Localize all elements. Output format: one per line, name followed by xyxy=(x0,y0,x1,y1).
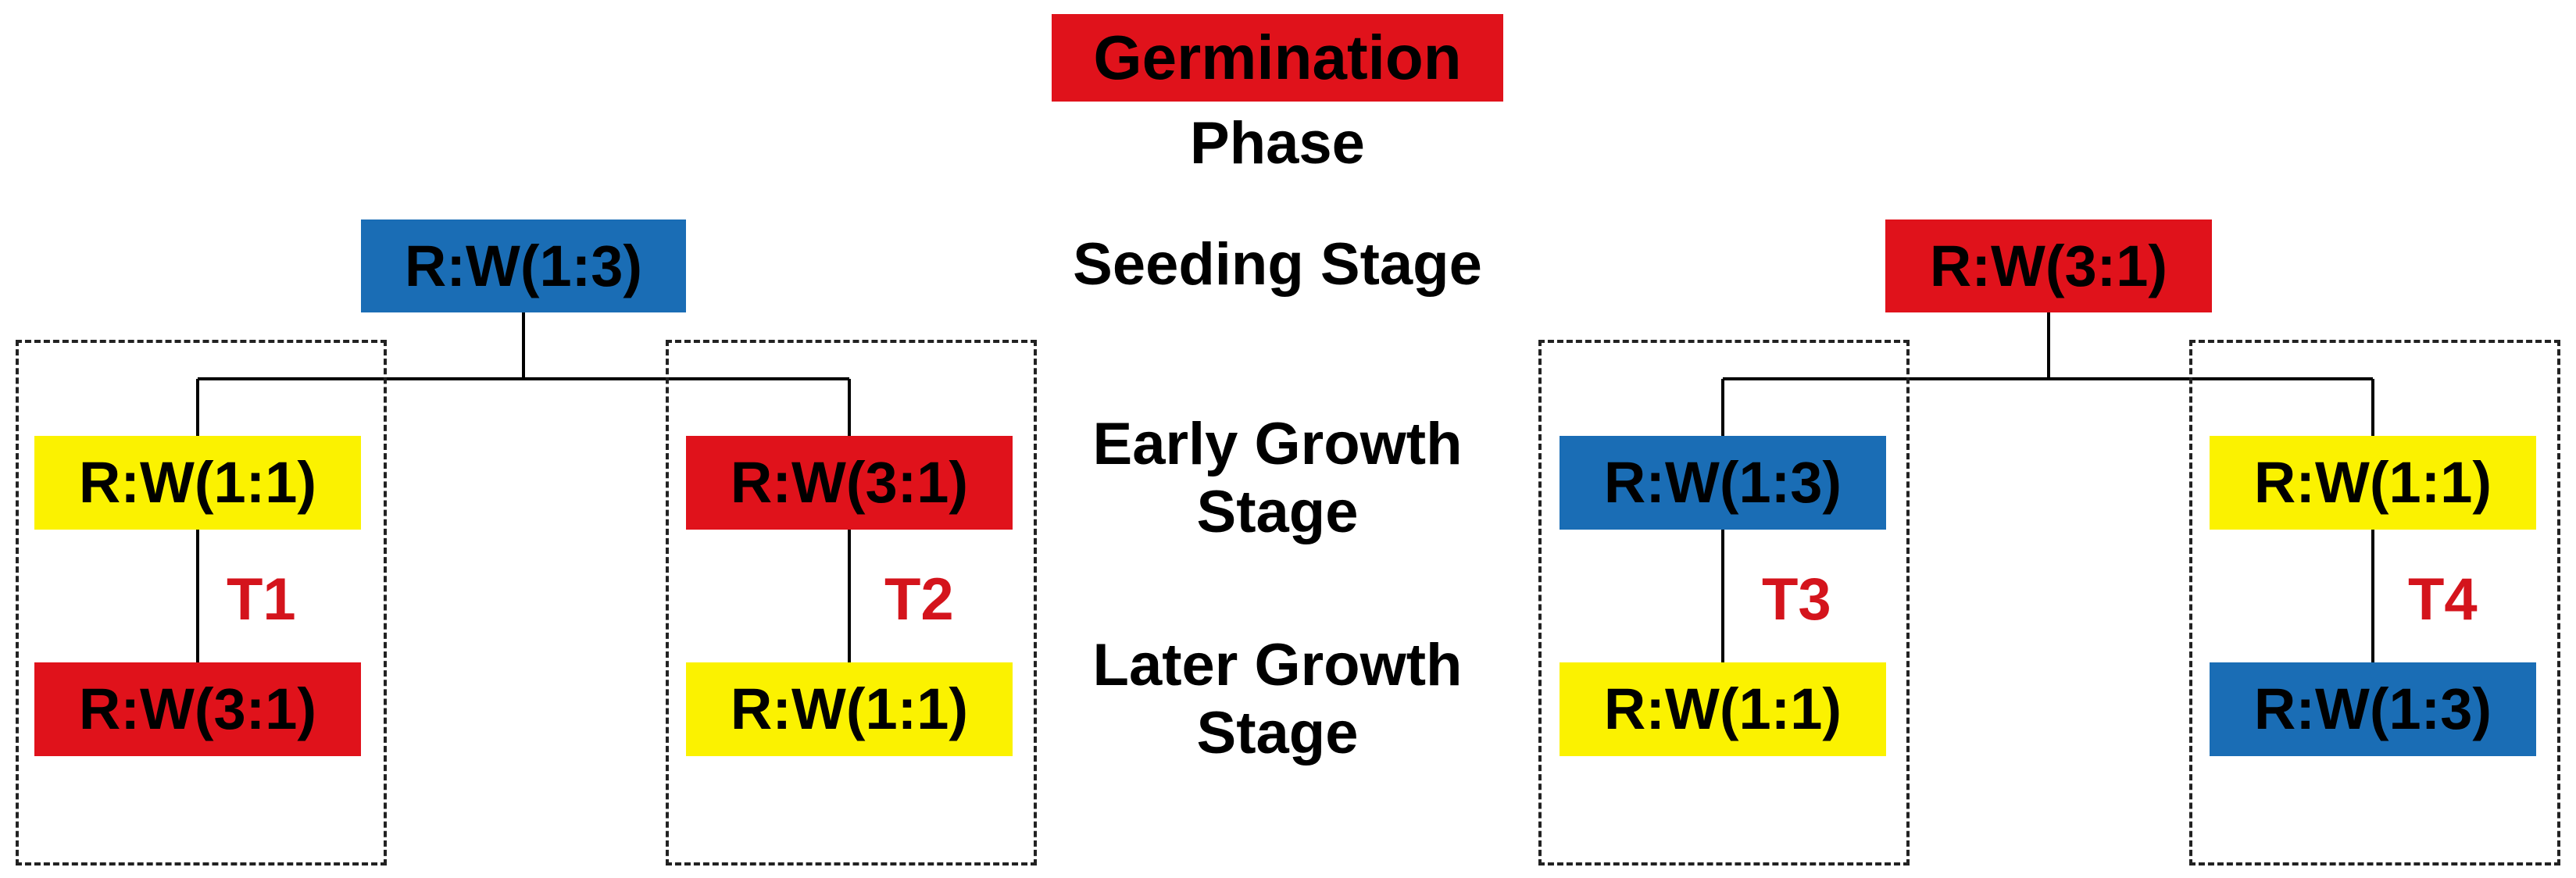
right-parent-node: R:W(3:1) xyxy=(1885,220,2212,312)
t1-early-node: R:W(1:1) xyxy=(34,436,361,530)
t2-later-node: R:W(1:1) xyxy=(686,662,1013,756)
t2-early-node: R:W(3:1) xyxy=(686,436,1013,530)
t4-later-node: R:W(1:3) xyxy=(2210,662,2536,756)
later-growth-line2: Stage xyxy=(1196,700,1359,767)
t3-group-frame xyxy=(1538,340,1910,866)
t4-group-frame xyxy=(2189,340,2560,866)
early-growth-line2: Stage xyxy=(1196,479,1359,546)
t4-early-node: R:W(1:1) xyxy=(2210,436,2536,530)
germination-box: Germination xyxy=(1052,14,1503,102)
later-growth-line1: Later Growth xyxy=(1092,632,1463,698)
t1-later-node: R:W(3:1) xyxy=(34,662,361,756)
t2-group-frame xyxy=(666,340,1037,866)
t3-later-node: R:W(1:1) xyxy=(1560,662,1886,756)
early-growth-line1: Early Growth xyxy=(1092,411,1463,477)
phase-label: Phase xyxy=(1190,110,1365,177)
t3-early-node: R:W(1:3) xyxy=(1560,436,1886,530)
later-growth-stage-label: Later Growth Stage xyxy=(965,631,1590,768)
t1-label: T1 xyxy=(227,566,296,633)
t3-label: T3 xyxy=(1762,566,1831,633)
t1-group-frame xyxy=(16,340,387,866)
seeding-stage-label: Seeding Stage xyxy=(1073,231,1482,298)
t2-label: T2 xyxy=(884,566,954,633)
t4-label: T4 xyxy=(2408,566,2478,633)
left-parent-node: R:W(1:3) xyxy=(361,220,686,312)
early-growth-stage-label: Early Growth Stage xyxy=(965,410,1590,547)
